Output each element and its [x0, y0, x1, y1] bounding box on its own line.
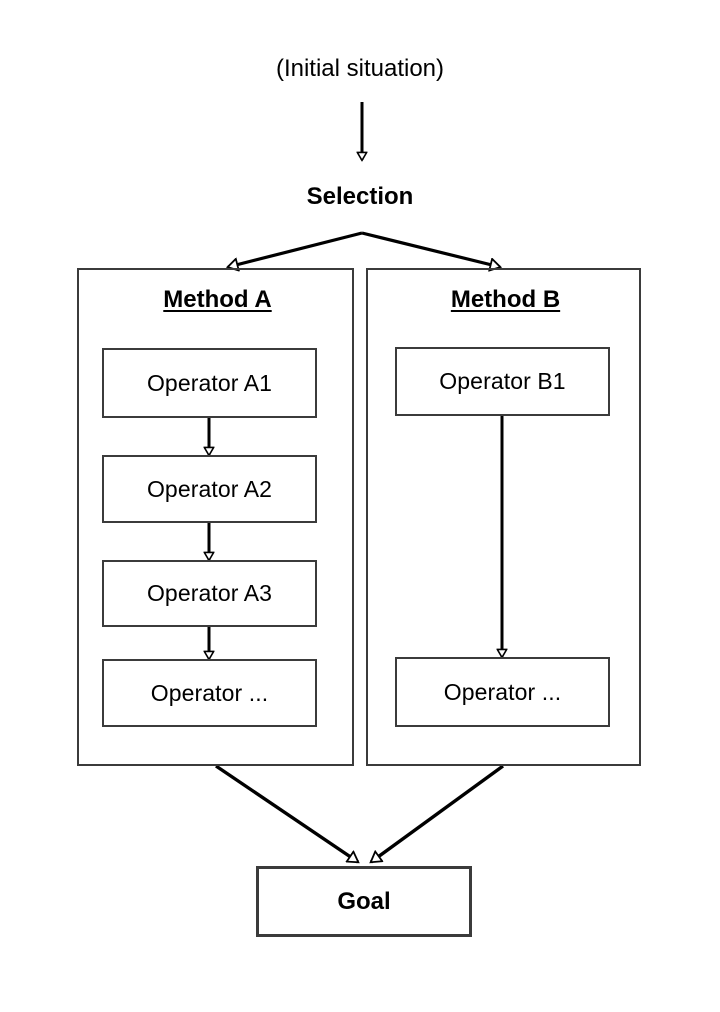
method-a-title: Method A	[163, 286, 272, 313]
operator-label: Operator A1	[146, 369, 273, 396]
operator-label: Operator ...	[443, 678, 562, 705]
operator-box-b-last[interactable]: Operator ...	[395, 657, 610, 727]
method-b-container: Method B	[366, 268, 641, 766]
operator-label: Operator ...	[150, 679, 269, 706]
operator-box-a3[interactable]: Operator A3	[102, 560, 317, 627]
arrow-method-b-to-goal	[371, 764, 504, 864]
arrow-method-a-to-goal	[215, 764, 358, 864]
method-b-title: Method B	[450, 286, 561, 313]
method-a-container: Method A	[77, 268, 354, 766]
goal-box[interactable]: Goal	[256, 866, 472, 937]
operator-label: Operator A3	[146, 580, 273, 606]
selection-label: Selection	[306, 183, 414, 210]
operator-box-a1[interactable]: Operator A1	[102, 348, 317, 418]
operator-label: Operator A2	[146, 475, 273, 502]
operator-box-b1[interactable]: Operator B1	[395, 347, 610, 416]
arrow-selection-to-method-a	[228, 231, 363, 267]
goal-label: Goal	[337, 887, 391, 915]
arrow-selection-to-method-b	[361, 231, 500, 267]
initial-situation-label: (Initial situation)	[275, 55, 445, 82]
operator-box-a2[interactable]: Operator A2	[102, 455, 317, 523]
operator-box-a-last[interactable]: Operator ...	[102, 659, 317, 727]
operator-label: Operator B1	[439, 368, 566, 394]
